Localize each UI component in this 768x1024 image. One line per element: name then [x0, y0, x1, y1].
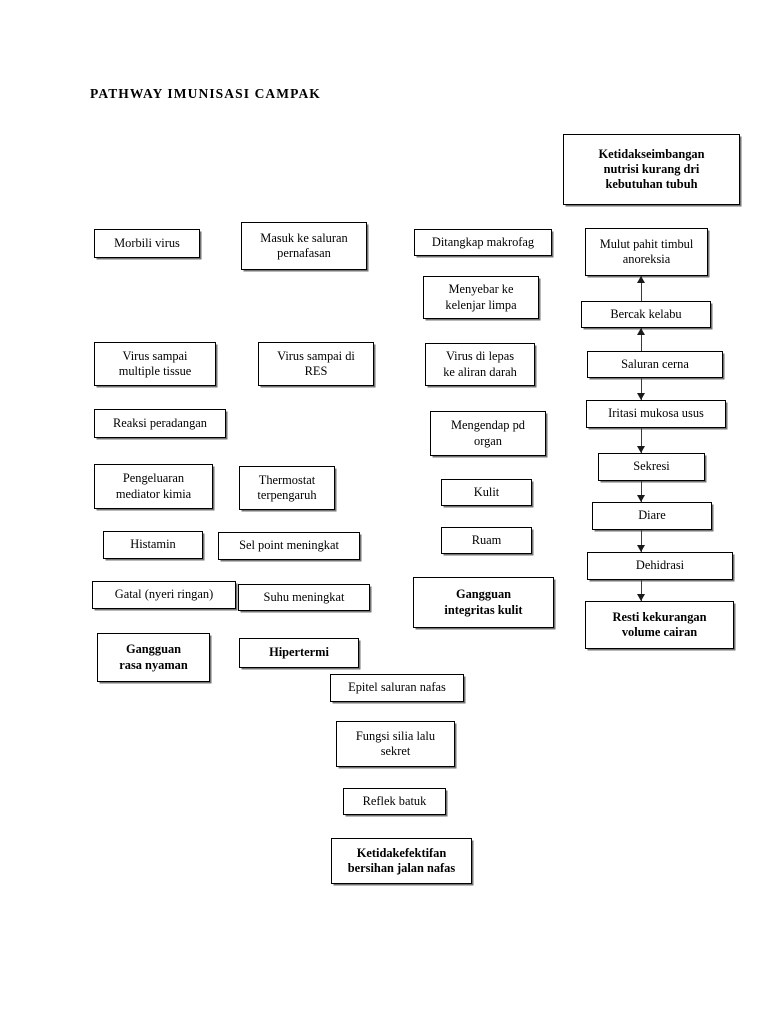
flowchart-node: Sekresi: [598, 453, 705, 481]
flowchart-node: Resti kekurangan volume cairan: [585, 601, 734, 649]
node-label: Fungsi silia lalu sekret: [355, 728, 436, 758]
flowchart-node: Mulut pahit timbul anoreksia: [585, 228, 708, 276]
flowchart-node: Virus sampai di RES: [258, 342, 374, 386]
node-label: Ditangkap makrofag: [431, 234, 535, 249]
arrow-head-icon: [637, 495, 645, 502]
arrow-head-icon: [637, 393, 645, 400]
flowchart-node: Suhu meningkat: [238, 584, 370, 611]
node-label: Diare: [638, 508, 666, 523]
flowchart-node: Histamin: [103, 531, 203, 559]
flowchart-node: Menyebar ke kelenjar limpa: [423, 276, 539, 319]
connector-arrow-up: [637, 276, 646, 301]
node-label: Kulit: [473, 484, 500, 499]
node-label: Gangguan integritas kulit: [444, 587, 523, 617]
node-label: Resti kekurangan volume cairan: [612, 609, 707, 639]
flowchart-node: Masuk ke saluran pernafasan: [241, 222, 367, 270]
arrow-head-icon: [637, 545, 645, 552]
node-label: Menyebar ke kelenjar limpa: [445, 282, 517, 312]
arrow-head-icon: [637, 328, 645, 335]
node-label: Morbili virus: [114, 235, 180, 250]
node-label: Gangguan rasa nyaman: [119, 642, 188, 672]
node-label: Ketidakseimbangan nutrisi kurang dri keb…: [598, 146, 705, 192]
connector-arrow-down: [637, 428, 646, 453]
arrow-shaft: [641, 328, 643, 351]
node-label: Sel point meningkat: [239, 538, 339, 553]
flowchart-node: Bercak kelabu: [581, 301, 711, 328]
flowchart-node: Kulit: [441, 479, 532, 506]
node-label: Thermostat terpengaruh: [257, 472, 317, 502]
flowchart-node: Ketidakefektifan bersihan jalan nafas: [331, 838, 472, 884]
arrow-shaft: [641, 428, 643, 453]
connector-arrow-up: [637, 328, 646, 351]
node-label: Sekresi: [633, 459, 670, 474]
connector-arrow-down: [637, 378, 646, 400]
node-label: Virus sampai di RES: [277, 348, 355, 378]
connector-arrow-down: [637, 580, 646, 601]
flowchart-node: Saluran cerna: [587, 351, 723, 378]
flowchart-node: Fungsi silia lalu sekret: [336, 721, 455, 767]
node-label: Reaksi peradangan: [113, 415, 207, 430]
flowchart-node: Dehidrasi: [587, 552, 733, 580]
page-title: PATHWAY IMUNISASI CAMPAK: [90, 86, 321, 101]
flowchart-node: Pengeluaran mediator kimia: [94, 464, 213, 509]
arrow-shaft: [641, 276, 643, 301]
node-label: Virus sampai multiple tissue: [118, 348, 192, 378]
node-label: Saluran cerna: [621, 356, 689, 371]
flowchart-node: Gangguan integritas kulit: [413, 577, 554, 628]
flowchart-node: Iritasi mukosa usus: [586, 400, 726, 428]
flowchart-node: Reflek batuk: [343, 788, 446, 815]
node-label: Ruam: [471, 532, 502, 547]
node-label: Ketidakefektifan bersihan jalan nafas: [347, 845, 456, 875]
arrow-shaft: [641, 481, 643, 502]
flowchart-node: Ditangkap makrofag: [414, 229, 552, 256]
arrow-head-icon: [637, 594, 645, 601]
node-label: Mulut pahit timbul anoreksia: [599, 236, 694, 266]
flowchart-node: Sel point meningkat: [218, 532, 360, 560]
arrow-shaft: [641, 378, 643, 400]
node-label: Hipertermi: [269, 645, 329, 660]
node-label: Dehidrasi: [635, 558, 685, 573]
node-label: Bercak kelabu: [610, 306, 682, 321]
flowchart-node: Morbili virus: [94, 229, 200, 258]
flowchart-node: Hipertermi: [239, 638, 359, 668]
flowchart-node: Gangguan rasa nyaman: [97, 633, 210, 682]
node-label: Mengendap pd organ: [451, 418, 525, 448]
connector-arrow-down: [637, 481, 646, 502]
flowchart-node: Reaksi peradangan: [94, 409, 226, 438]
flowchart-node: Virus sampai multiple tissue: [94, 342, 216, 386]
node-label: Masuk ke saluran pernafasan: [260, 230, 348, 260]
flowchart-node: Diare: [592, 502, 712, 530]
node-label: Suhu meningkat: [263, 589, 345, 604]
flowchart-node: Mengendap pd organ: [430, 411, 546, 456]
flowchart-node: Ruam: [441, 527, 532, 554]
flowchart-node: Ketidakseimbangan nutrisi kurang dri keb…: [563, 134, 740, 205]
flowchart-node: Epitel saluran nafas: [330, 674, 464, 702]
node-label: Epitel saluran nafas: [348, 680, 446, 695]
arrow-head-icon: [637, 276, 645, 283]
arrow-shaft: [641, 530, 643, 552]
node-label: Virus di lepas ke aliran darah: [443, 349, 517, 379]
arrow-head-icon: [637, 446, 645, 453]
node-label: Histamin: [130, 537, 176, 552]
flowchart-node: Thermostat terpengaruh: [239, 466, 335, 510]
flowchart-node: Gatal (nyeri ringan): [92, 581, 236, 609]
flowchart-node: Virus di lepas ke aliran darah: [425, 343, 535, 386]
connector-arrow-down: [637, 530, 646, 552]
node-label: Reflek batuk: [362, 793, 427, 808]
arrow-shaft: [641, 580, 643, 601]
node-label: Gatal (nyeri ringan): [114, 587, 214, 602]
node-label: Iritasi mukosa usus: [608, 406, 704, 421]
node-label: Pengeluaran mediator kimia: [115, 471, 192, 501]
